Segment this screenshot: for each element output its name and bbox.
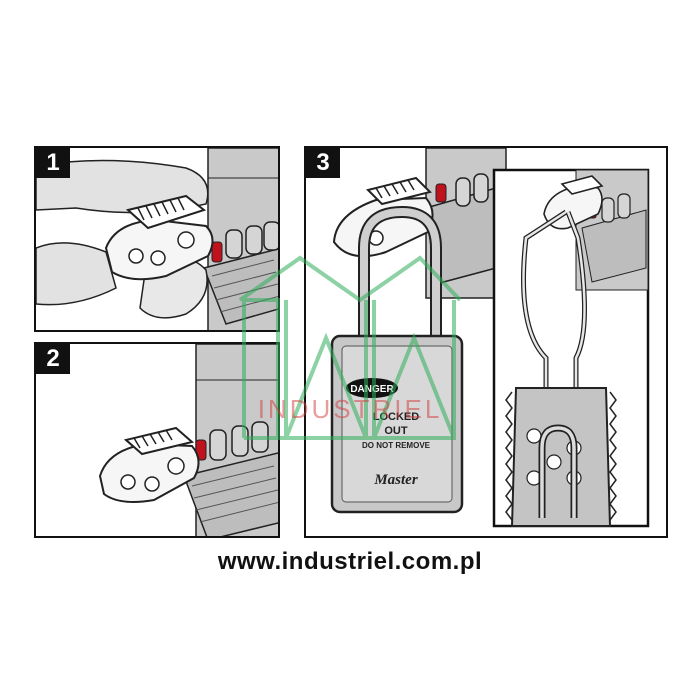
step-1-panel: 1 — [34, 146, 280, 332]
step-1-illustration — [36, 148, 278, 330]
padlock-brand-logo: Master — [373, 472, 418, 488]
padlock-line1: LOCKED — [373, 411, 420, 423]
lockout-device — [98, 426, 200, 503]
step-3-illustration: DANGER LOCKED OUT DO NOT REMOVE Master — [330, 148, 650, 528]
padlock-line3: DO NOT REMOVE — [362, 441, 431, 450]
padlock: DANGER LOCKED OUT DO NOT REMOVE Master — [330, 334, 464, 514]
step-3-badge: 3 — [306, 148, 340, 178]
padlock-danger-label: DANGER — [350, 384, 394, 395]
step-2-panel: 2 — [34, 342, 280, 538]
footer-url[interactable]: www.industriel.com.pl — [217, 548, 483, 575]
lockout-device — [104, 194, 214, 281]
padlock-line2: OUT — [384, 425, 408, 437]
step-2-badge: 2 — [36, 344, 70, 374]
step-3-panel: DANGER LOCKED OUT DO NOT REMOVE Master 3 — [304, 146, 668, 538]
step-2-illustration — [98, 344, 278, 536]
step-1-badge: 1 — [36, 148, 70, 178]
